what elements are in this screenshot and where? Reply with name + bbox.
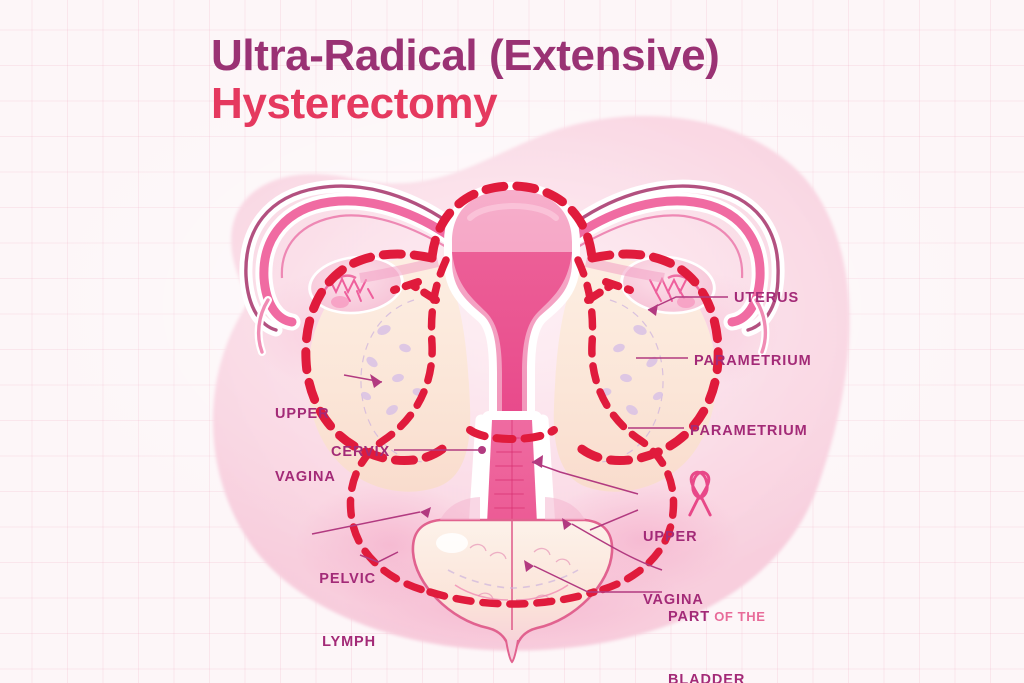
vaginal-fornix: [440, 497, 585, 520]
label-part-of-the-bladder: PART OF THE BLADDER: [668, 565, 765, 683]
label-bladder-line2: BLADDER: [668, 672, 746, 683]
fallopian-tube-right: [561, 179, 785, 356]
resection-line-right-inner: [574, 256, 678, 596]
fallopian-tube-left: [239, 179, 463, 356]
broad-ligament: [359, 257, 665, 283]
uterus: [444, 182, 580, 438]
resection-line-cervix-cut: [466, 426, 558, 443]
leader-pelvic-nodes-2: [359, 551, 399, 563]
pink-ribbon-icon: [688, 470, 712, 517]
title-line-1: Ultra-Radical (Extensive): [211, 31, 720, 80]
label-upper-vagina-right-line1: UPPER: [643, 529, 698, 546]
resection-line-right-lateral: [573, 249, 723, 466]
label-upper-vagina-right: UPPER VAGINA: [643, 485, 704, 653]
leader-bladder-1: [571, 523, 663, 571]
title-line-2: Hysterectomy: [211, 79, 498, 129]
resection-tick-right-tube: [602, 278, 634, 294]
leader-pelvic-nodes-1: [311, 511, 421, 535]
label-bladder-soft: OF THE: [710, 609, 766, 625]
resection-line-lower-cup: [426, 588, 598, 608]
resection-tick-left-tube: [390, 278, 422, 294]
label-upper-vagina-left-line1: UPPER: [275, 406, 330, 423]
page-title: Ultra-Radical (Extensive) Hysterectomy: [211, 31, 720, 129]
leader-upper-vagina-right-2: [589, 509, 639, 531]
label-uterus: UTERUS: [734, 290, 800, 306]
resection-tick-left: [410, 282, 440, 304]
label-pelvic-lymph-nodes-line2: LYMPH: [322, 634, 376, 651]
label-upper-vagina-right-line2: VAGINA: [643, 592, 704, 609]
leader-bladder-2: [533, 565, 662, 593]
label-cervix: CERVIX: [331, 444, 391, 460]
label-bladder-line1: PART OF THE: [668, 607, 765, 628]
resection-tick-right: [584, 282, 614, 304]
resection-line-fundus: [427, 181, 597, 263]
label-upper-vagina-left: UPPER VAGINA: [275, 362, 336, 530]
label-pelvic-lymph-nodes: PELVIC LYMPH NODES: [186, 527, 376, 683]
resection-line-left-lateral: [301, 249, 451, 466]
leader-arrowheads: [370, 304, 658, 572]
label-bladder-strong: PART: [668, 609, 710, 626]
label-pelvic-lymph-nodes-line1: PELVIC: [319, 571, 376, 588]
label-parametrium-lower: PARAMETRIUM: [690, 423, 808, 439]
label-upper-vagina-left-line2: VAGINA: [275, 469, 336, 486]
resection-line-left-inner: [346, 256, 450, 596]
label-parametrium-upper: PARAMETRIUM: [694, 353, 812, 369]
